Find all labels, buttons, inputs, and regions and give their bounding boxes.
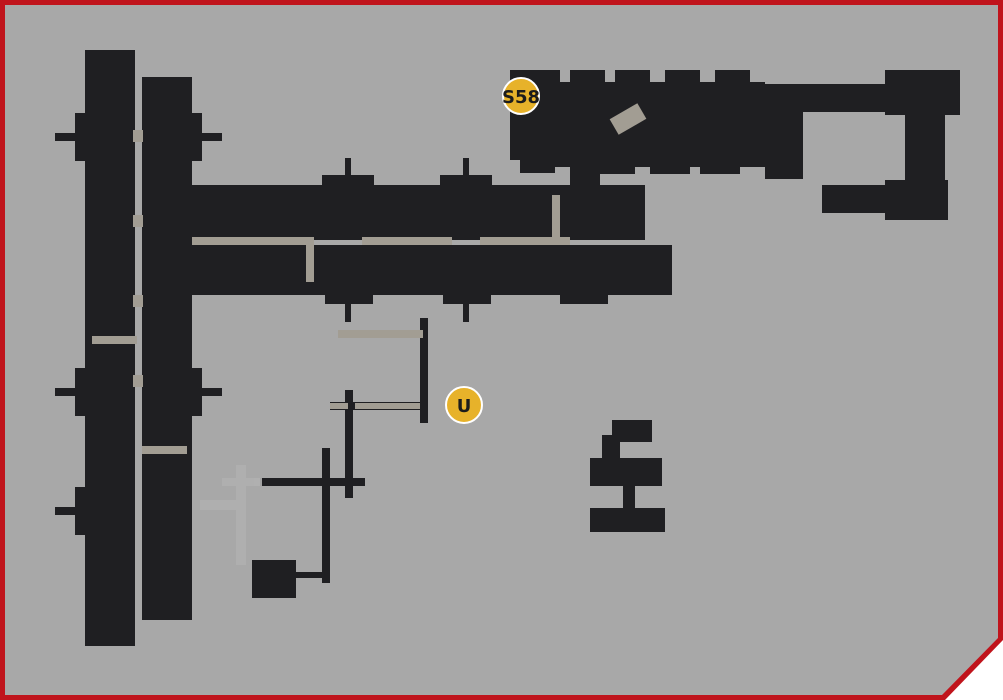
map-background bbox=[5, 5, 998, 695]
marker-u-label: U bbox=[457, 396, 472, 417]
marker-s58-label: S58 bbox=[502, 87, 540, 108]
floor-lines bbox=[92, 103, 647, 454]
marker-u[interactable]: U bbox=[445, 386, 483, 424]
marker-s58[interactable]: S58 bbox=[502, 77, 540, 115]
level-walls bbox=[55, 50, 960, 646]
faded-path bbox=[200, 465, 262, 565]
